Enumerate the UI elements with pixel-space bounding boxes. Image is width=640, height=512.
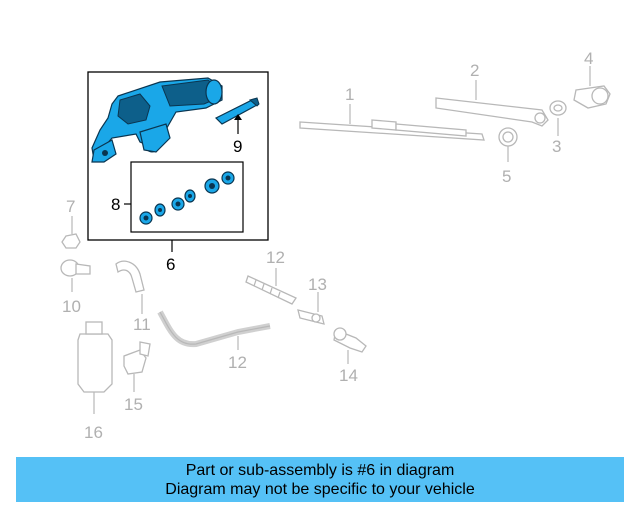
callout-3: 3 — [552, 137, 561, 156]
callout-12b: 12 — [228, 353, 247, 372]
callout-14: 14 — [339, 366, 358, 385]
hose-elbow-part[interactable] — [115, 260, 145, 293]
notice-line-2: Diagram may not be specific to your vehi… — [165, 480, 475, 498]
callout-7: 7 — [66, 197, 75, 216]
notice-line-1: Part or sub-assembly is #6 in diagram — [185, 461, 455, 479]
callout-16: 16 — [84, 423, 103, 442]
wiper-motor-part[interactable] — [91, 77, 223, 163]
callout-11: 11 — [133, 315, 151, 334]
diagram-notice-bar: Part or sub-assembly is #6 in diagram Di… — [16, 457, 624, 502]
grommet-part[interactable] — [498, 127, 518, 147]
callout-13: 13 — [308, 275, 327, 294]
callout-12a: 12 — [266, 248, 285, 267]
washer-reservoir-part[interactable] — [77, 321, 113, 393]
seal-kit-frame — [130, 161, 244, 233]
callout-6: 6 — [166, 255, 175, 274]
washer-pump-part[interactable] — [123, 341, 151, 375]
washer-hose-lower-part[interactable] — [157, 310, 271, 348]
wiper-arm-part[interactable] — [435, 97, 549, 127]
clip-part[interactable] — [61, 233, 81, 249]
hose-connector-part[interactable] — [297, 309, 325, 325]
callout-5: 5 — [502, 167, 511, 186]
seal-kit-part[interactable] — [139, 171, 235, 225]
callout-2: 2 — [470, 61, 479, 80]
wiper-pivot-shaft-part[interactable] — [214, 97, 260, 125]
arm-cap-part[interactable] — [573, 85, 611, 109]
callout-10: 10 — [62, 297, 81, 316]
assembly-6-group[interactable]: 9 8 — [87, 71, 269, 241]
assembly-6-frame — [87, 71, 269, 241]
callout-1: 1 — [345, 85, 354, 104]
parts-diagram: 9 8 6 1 2 — [60, 49, 611, 442]
washer-nozzle-part[interactable] — [333, 327, 367, 353]
callout-15: 15 — [124, 395, 143, 414]
washer-hose-upper-part[interactable] — [245, 275, 297, 305]
callout-8: 8 — [111, 195, 120, 214]
washer-pump-fitting-part[interactable] — [60, 259, 91, 277]
callout-4: 4 — [584, 49, 593, 68]
callout-9: 9 — [233, 137, 242, 156]
arm-nut-part[interactable] — [549, 100, 567, 116]
wiper-blade-part[interactable] — [299, 119, 485, 141]
